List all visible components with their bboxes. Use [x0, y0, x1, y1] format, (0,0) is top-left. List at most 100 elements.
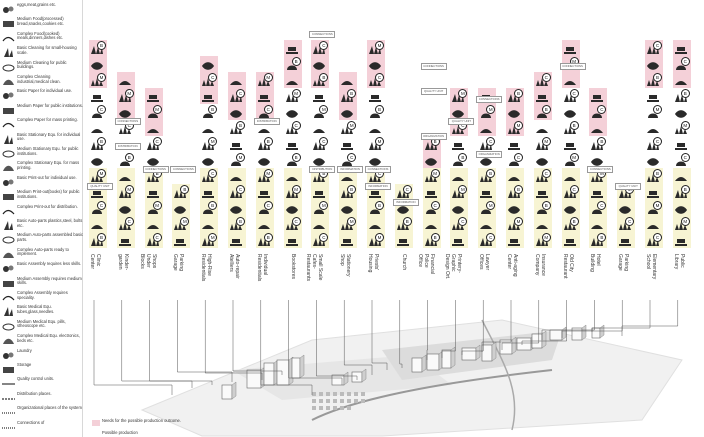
matrix-cell	[311, 88, 329, 104]
column-label-text: Printery- Graphic Design Ort.	[444, 254, 461, 279]
level-badge: C	[236, 185, 245, 194]
level-badge: C	[681, 153, 690, 162]
legend-item-label: Medium Cleaning for public buildings.	[17, 61, 83, 70]
matrix-cell	[645, 56, 663, 72]
production-glyph-icon	[479, 124, 493, 135]
matrix-cell: C	[200, 168, 218, 184]
level-badge: M	[292, 89, 301, 98]
stationary-medium-icon	[2, 148, 15, 159]
matrix-cell	[534, 184, 552, 200]
level-badge: M	[486, 105, 495, 114]
matrix-cell: M	[117, 184, 135, 200]
level-badge: M	[208, 137, 217, 146]
matrix-cell	[200, 56, 218, 72]
production-glyph-icon	[368, 92, 382, 103]
production-glyph-icon	[146, 124, 160, 135]
matrix-cell: M	[450, 184, 468, 200]
quality-line-icon	[2, 378, 15, 389]
matrix-cell	[506, 232, 524, 248]
matrix-cell	[506, 136, 524, 152]
column-label-text: Church	[400, 254, 406, 270]
leader-line	[122, 300, 192, 388]
matrix-cell: C	[284, 120, 302, 136]
level-badge: C	[125, 217, 134, 226]
flow-tag: CONNECTIONS	[309, 31, 335, 38]
matrix-cell: B	[423, 232, 441, 248]
production-glyph-icon	[507, 108, 521, 119]
matrix-cell: B	[589, 136, 607, 152]
matrix-cell: C	[478, 232, 496, 248]
matrix-cell: C	[311, 136, 329, 152]
level-badge: M	[458, 89, 467, 98]
matrix-cell: B	[284, 152, 302, 168]
flow-tag: QUALITY UNIT	[421, 88, 447, 95]
matrix-cell: B	[256, 136, 274, 152]
production-glyph-icon	[118, 172, 132, 183]
flow-tag: ORGANIZATION	[476, 151, 502, 158]
production-glyph-icon	[563, 76, 577, 87]
level-badge: M	[97, 73, 106, 82]
level-badge: M	[319, 105, 328, 114]
building-block	[247, 370, 261, 388]
production-glyph-icon	[118, 204, 132, 215]
production-glyph-icon	[396, 236, 410, 247]
matrix-cell: M	[506, 216, 524, 232]
level-badge: C	[375, 73, 384, 82]
matrix-cell	[534, 216, 552, 232]
level-badge: B	[97, 233, 106, 242]
matrix-cell: B	[562, 120, 580, 136]
matrix-cell	[645, 120, 663, 136]
column-label-text: Individual Residentials	[255, 254, 267, 281]
building-block	[292, 358, 300, 378]
production-glyph-icon	[674, 108, 688, 119]
matrix-cell	[311, 216, 329, 232]
matrix-cell: M	[339, 120, 357, 136]
production-glyph-icon	[312, 124, 326, 135]
matrix-cell	[645, 88, 663, 104]
level-badge: B	[375, 201, 384, 210]
legend-item-label: Basic Cleaning for small-housing scale.	[17, 46, 83, 55]
building-block	[592, 328, 600, 338]
matrix-cell: M	[89, 168, 107, 184]
level-badge: C	[625, 217, 634, 226]
paper-complex-icon	[2, 119, 15, 130]
matrix-cell: M	[256, 72, 274, 88]
matrix-cell	[311, 120, 329, 136]
level-badge: C	[458, 217, 467, 226]
production-glyph-icon	[312, 60, 326, 71]
leader-line	[177, 300, 232, 382]
assembly-basic-icon	[2, 263, 15, 274]
legend-item-label: Basic Assembly requires less skills.	[17, 262, 83, 267]
level-badge: M	[347, 121, 356, 130]
level-badge: C	[319, 233, 328, 242]
matrix-cell	[506, 200, 524, 216]
matrix-cell: M	[145, 104, 163, 120]
matrix-cell	[450, 168, 468, 184]
laundry-icon	[2, 350, 15, 361]
matrix-cell: B	[534, 200, 552, 216]
flow-tag: CONNECTIONS	[170, 166, 196, 173]
building-block	[442, 350, 451, 368]
matrix-cell: C	[645, 136, 663, 152]
building-block	[517, 338, 531, 350]
matrix-cell	[117, 168, 135, 184]
storage-icon	[2, 364, 15, 375]
matrix-cell: C	[645, 232, 663, 248]
production-glyph-icon	[257, 92, 271, 103]
production-glyph-icon	[340, 76, 354, 87]
level-badge: B	[542, 105, 551, 114]
production-glyph-icon	[590, 124, 604, 135]
matrix-cell: C	[673, 56, 691, 72]
matrix-cell	[367, 216, 385, 232]
matrix-cell: M	[200, 232, 218, 248]
matrix-cell	[339, 72, 357, 88]
matrix-cell	[673, 136, 691, 152]
level-badge: C	[653, 41, 662, 50]
legend-item-label: Complex Food(cooked) meals,dinners,dishe…	[17, 32, 83, 41]
matrix-cell: M	[423, 168, 441, 184]
matrix-cell	[562, 72, 580, 88]
matrix-cell: M	[534, 136, 552, 152]
level-badge: B	[347, 89, 356, 98]
distribution-line-icon	[2, 393, 15, 404]
production-glyph-icon	[451, 172, 465, 183]
